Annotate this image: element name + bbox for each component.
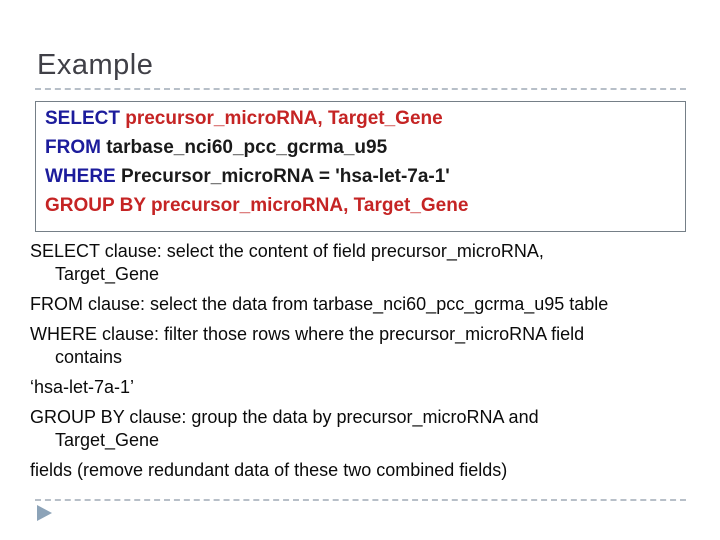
explanation-text: SELECT clause: select the content of fie… [30, 240, 706, 482]
body-line-hsa-value: ‘hsa-let-7a-1’ [30, 377, 135, 397]
body-line-group-by-clause: GROUP BY clause: group the data by precu… [30, 407, 539, 427]
sql-table-name: tarbase_nci60_pcc_gcrma_u95 [100, 137, 388, 158]
sql-keyword: SELECT [45, 108, 120, 129]
body-line-select-clause: SELECT clause: select the content of fie… [30, 241, 544, 261]
title-divider-dashed-line [35, 88, 686, 90]
body-line-from-clause: FROM clause: select the data from tarbas… [30, 294, 609, 314]
sql-where-line: WHERE Precursor_microRNA = 'hsa-let-7a-1… [45, 162, 676, 191]
sql-from-line: FROM tarbase_nci60_pcc_gcrma_u95 [45, 133, 676, 162]
body-line-group-by-wrap: Target_Gene [55, 430, 160, 450]
sql-keyword: GROUP BY [45, 195, 146, 216]
sql-query-box: SELECT precursor_microRNA, Target_Gene F… [35, 101, 686, 232]
sql-condition: Precursor_microRNA = 'hsa-let-7a-1' [115, 166, 450, 187]
arrow-right-icon [37, 505, 52, 521]
sql-keyword: WHERE [45, 166, 116, 187]
slide-title: Example [37, 49, 154, 81]
footer-divider-dashed-line [35, 499, 686, 501]
sql-select-line: SELECT precursor_microRNA, Target_Gene [45, 104, 676, 133]
body-line-fields: fields (remove redundant data of these t… [30, 460, 508, 480]
sql-fields: precursor_microRNA, Target_Gene [145, 195, 469, 216]
body-line-where-clause: WHERE clause: filter those rows where th… [30, 324, 585, 344]
body-line-where-wrap: contains [55, 347, 123, 367]
body-line-select-wrap: Target_Gene [55, 264, 160, 284]
sql-fields: precursor_microRNA, Target_Gene [119, 108, 443, 129]
sql-keyword: FROM [45, 137, 101, 158]
sql-group-by-line: GROUP BY precursor_microRNA, Target_Gene [45, 191, 676, 220]
